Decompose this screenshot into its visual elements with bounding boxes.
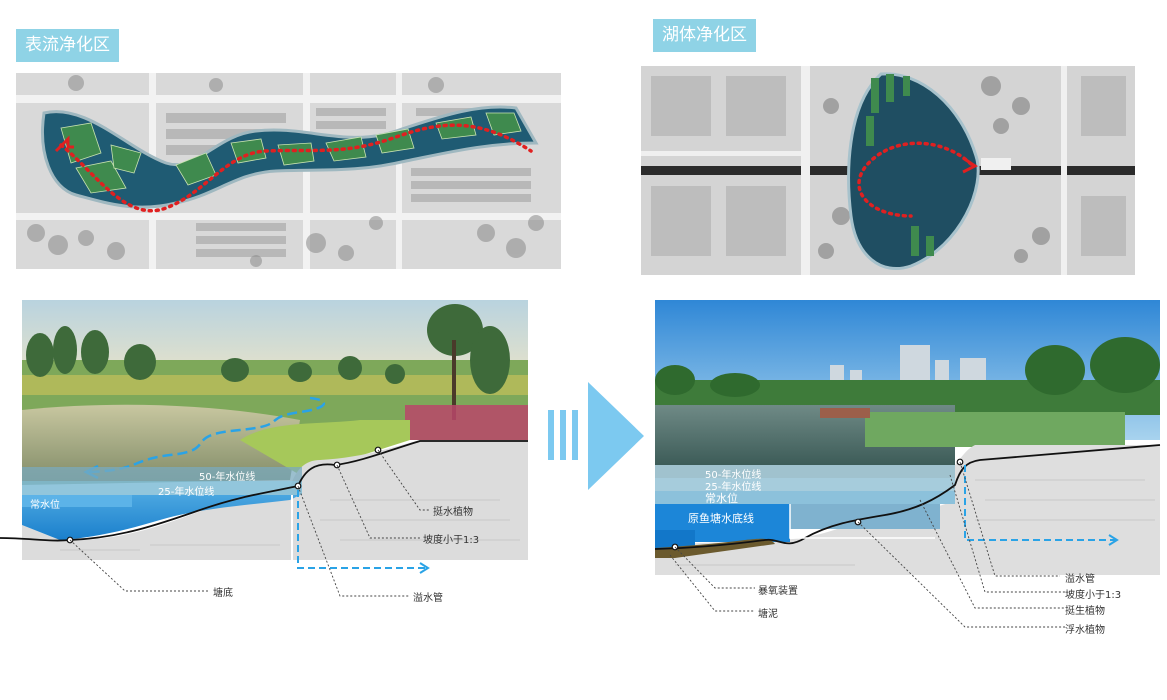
label-pond-mud: 塘泥 [758,609,778,620]
label-pond-bottom: 塘底 [213,588,233,599]
label-aerator: 暴氧装置 [758,586,798,597]
label-fishpond-bottom: 原鱼塘水底线 [688,512,754,525]
flow-route-path [59,123,533,213]
label-water-50yr-right: 50-年水位线 [705,470,762,481]
label-floating-plants: 浮水植物 [1065,625,1105,636]
overflow-pipe [291,495,420,576]
label-emergent-plants: 挺水植物 [433,507,473,518]
label-water-25yr-right: 25-年水位线 [705,482,762,493]
label-water-25yr: 25-年水位线 [158,487,215,498]
label-slope: 坡度小于1:3 [423,535,480,546]
right-section-title: 湖体净化区 [653,19,756,52]
label-normal-water-right: 常水位 [705,492,738,505]
label-emergent-plants-right: 挺生植物 [1065,606,1105,617]
left-section-diagram: 50-年水位线 25-年水位线 常水位 挺水植物 坡度小于1:3 塘底 溢水管 [0,300,545,620]
label-normal-water: 常水位 [30,500,60,511]
label-overflow-pipe: 溢水管 [413,593,443,604]
flow-arrow-curve [89,396,325,474]
label-slope-right: 坡度小于1:3 [1065,590,1122,601]
label-overflow-pipe-right: 溢水管 [1065,574,1095,585]
transition-arrow [546,380,646,495]
left-plan-map [16,73,561,269]
left-section-title: 表流净化区 [16,29,119,62]
right-plan-map [641,66,1135,275]
right-section-diagram: 50-年水位线 25-年水位线 常水位 原鱼塘水底线 溢水管 坡度小于1:3 挺… [655,300,1167,640]
label-water-50yr: 50-年水位线 [199,472,256,483]
